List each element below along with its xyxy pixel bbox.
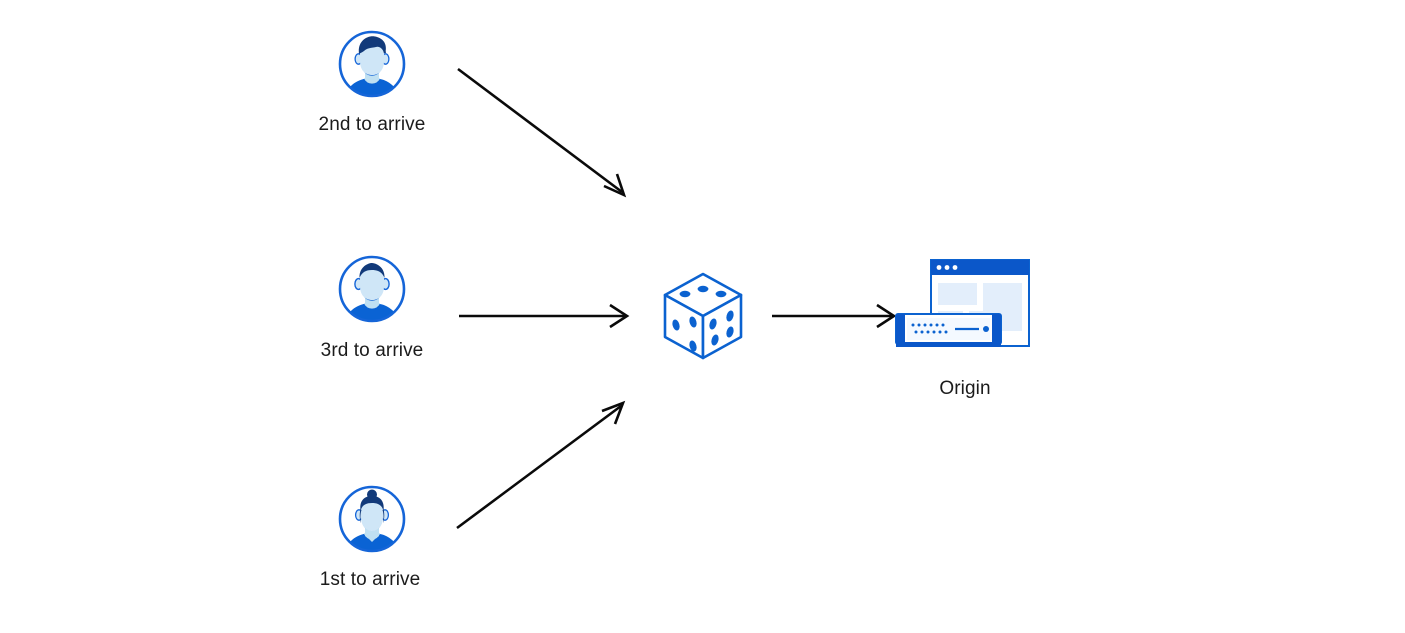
edge-dice-to-origin (772, 303, 897, 329)
edge-3rd-to-dice (459, 303, 630, 329)
avatar-visitor-3rd[interactable] (336, 253, 408, 325)
origin-node[interactable] (893, 256, 1033, 361)
user-avatar-icon (338, 30, 406, 98)
server-appliance (895, 313, 1002, 347)
avatar-visitor-2nd[interactable] (336, 28, 408, 100)
edge-1st-to-dice (456, 400, 626, 530)
label-visitor-3rd: 3rd to arrive (320, 340, 424, 361)
avatar-visitor-1st[interactable] (336, 483, 408, 555)
origin-server-icon (895, 259, 1030, 347)
user-avatar-female-icon (338, 485, 406, 553)
label-visitor-1st: 1st to arrive (319, 569, 421, 590)
dice-icon (663, 272, 743, 360)
edge-2nd-to-dice (457, 67, 627, 198)
label-visitor-2nd: 2nd to arrive (318, 114, 426, 135)
label-origin: Origin (939, 378, 991, 399)
dice-node[interactable] (660, 270, 746, 362)
user-avatar-icon (338, 255, 406, 323)
